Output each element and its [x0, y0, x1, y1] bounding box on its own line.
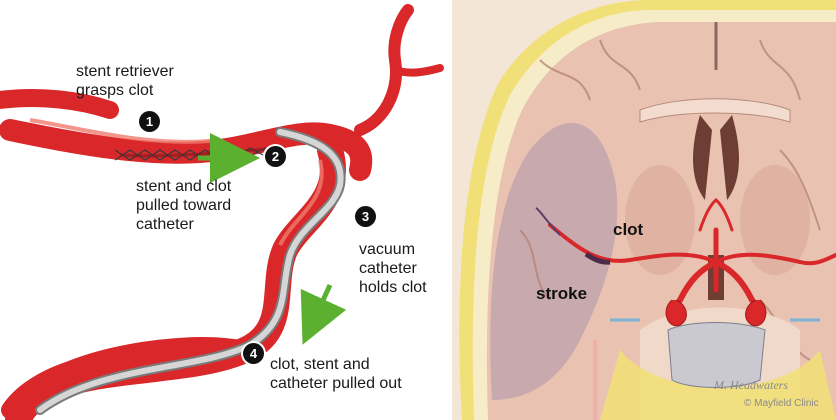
step-3-marker: 3: [355, 206, 376, 227]
label-step-2: stent and clot pulled toward catheter: [136, 177, 231, 234]
artist-signature: M. Headwaters: [714, 378, 788, 393]
step-2-marker: 2: [265, 146, 286, 167]
label-step-3: vacuum catheter holds clot: [359, 240, 427, 297]
brain-cross-section: [452, 0, 836, 420]
label-step-1: stent retriever grasps clot: [76, 62, 174, 100]
step-4-marker: 4: [243, 343, 264, 364]
clot-label: clot: [613, 220, 643, 239]
step-1-marker: 1: [139, 111, 160, 132]
stroke-label: stroke: [536, 284, 587, 303]
copyright-credit: © Mayfield Clinic: [744, 398, 819, 409]
label-step-4: clot, stent and catheter pulled out: [270, 355, 402, 393]
